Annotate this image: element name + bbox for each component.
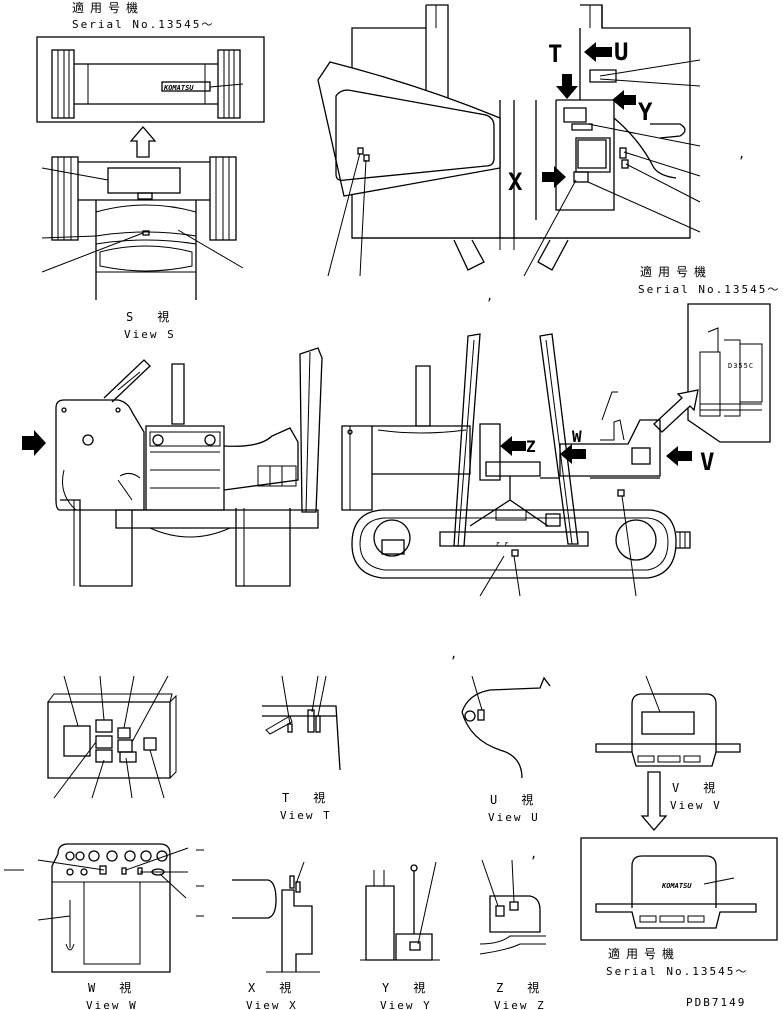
side-decal-plate bbox=[631, 447, 651, 465]
serial-jp-top-left: 適用号機 bbox=[72, 0, 144, 15]
hollow-arrow-up-s bbox=[129, 126, 157, 158]
detail-box-top-left bbox=[36, 36, 265, 123]
view-z-caption-jp: Z 視 bbox=[496, 980, 545, 995]
view-s-group: 適用号機 Serial No.13545～ KOMATSU bbox=[36, 0, 265, 341]
tick-mark-a: , bbox=[738, 147, 745, 161]
view-v-caption-jp: V 視 bbox=[672, 780, 721, 795]
view-w-group: W 視 View W bbox=[4, 843, 204, 1010]
letter-x: X bbox=[508, 168, 523, 196]
arrow-s-left bbox=[22, 430, 46, 456]
view-y-group: Y 視 View Y bbox=[360, 861, 440, 1010]
view-z-caption-en: View Z bbox=[494, 999, 546, 1010]
view-w-caption-jp: W 視 bbox=[88, 980, 137, 995]
letter-t: T bbox=[548, 40, 562, 68]
serial-jp-bottom: 適用号機 bbox=[608, 946, 680, 961]
serial-en-right: Serial No.13545～ bbox=[638, 283, 780, 296]
hollow-arrow-down-v bbox=[640, 771, 668, 831]
view-v-group: V 視 View V bbox=[595, 675, 741, 831]
letter-v: V bbox=[700, 448, 714, 476]
front-view-machine bbox=[22, 347, 323, 587]
arrow-u bbox=[584, 42, 612, 62]
machine-rear-view-s bbox=[51, 156, 237, 300]
plate-code: D355C bbox=[728, 362, 754, 370]
view-u-group: U 視 View U bbox=[461, 675, 551, 824]
letter-y: Y bbox=[638, 98, 653, 126]
tick-mark-d: , bbox=[530, 847, 537, 861]
view-u-caption-jp: U 視 bbox=[490, 792, 539, 807]
panel-view-left bbox=[47, 675, 177, 799]
tick-mark-b: , bbox=[486, 289, 493, 303]
view-y-caption-en: View Y bbox=[380, 999, 432, 1010]
leader-lines-view-s bbox=[41, 167, 244, 273]
letter-z: Z bbox=[526, 437, 536, 456]
view-t-caption-en: View T bbox=[280, 809, 332, 822]
side-view-machine: ε ε Z W V , bbox=[341, 333, 714, 661]
arrow-w bbox=[560, 444, 586, 464]
leader-lines-cab bbox=[327, 59, 701, 277]
arrow-t bbox=[556, 74, 578, 99]
rear-decal-plate bbox=[107, 167, 181, 194]
brand-text-bottom: KOMATSU bbox=[661, 882, 692, 890]
crawler-track bbox=[351, 509, 677, 579]
arrow-z bbox=[500, 436, 526, 456]
letter-u: U bbox=[614, 38, 628, 66]
tick-mark-c: , bbox=[450, 647, 457, 661]
letter-w: W bbox=[572, 427, 582, 446]
arrow-x bbox=[542, 166, 566, 188]
view-w-caption-en: View W bbox=[86, 999, 138, 1010]
rear-guard-detail: KOMATSU bbox=[51, 49, 244, 119]
view-v-caption-en: View V bbox=[670, 799, 722, 812]
rear-decal-detail-group: KOMATSU 適用号機 Serial No.13545～ bbox=[580, 837, 778, 978]
arrow-v bbox=[666, 446, 692, 466]
plate-detail-group: 適用号機 Serial No.13545～ D355C bbox=[638, 264, 780, 443]
cab-detail-group: T U Y X , , bbox=[317, 4, 745, 303]
arrow-y bbox=[612, 90, 636, 110]
leader-lines-side bbox=[479, 495, 637, 597]
view-x-group: X 視 View X bbox=[232, 861, 320, 1010]
view-s-caption-jp: S 視 bbox=[126, 309, 175, 324]
hollow-arrow-to-plate bbox=[653, 389, 699, 433]
rear-top-decal bbox=[641, 711, 695, 735]
serial-jp-right: 適用号機 bbox=[640, 264, 712, 279]
view-x-caption-jp: X 視 bbox=[248, 980, 297, 995]
view-s-caption-en: View S bbox=[124, 328, 176, 341]
serial-en-bottom: Serial No.13545～ bbox=[606, 965, 748, 978]
view-t-caption-jp: T 視 bbox=[282, 790, 331, 805]
seat-panel-board bbox=[317, 61, 501, 197]
drawing-number: PDB7149 bbox=[686, 996, 746, 1009]
view-x-caption-en: View X bbox=[246, 999, 298, 1010]
svg-text:ε ε: ε ε bbox=[496, 540, 509, 548]
view-y-caption-jp: Y 視 bbox=[382, 980, 431, 995]
view-z-group: , Z 視 View Z bbox=[479, 847, 546, 1010]
view-t-group: T 視 View T bbox=[262, 675, 341, 822]
brand-text-rear-top: KOMATSU bbox=[163, 84, 194, 92]
view-u-caption-en: View U bbox=[488, 811, 540, 824]
serial-en-top-left: Serial No.13545～ bbox=[72, 18, 214, 31]
detail-box-bottom-right bbox=[580, 837, 778, 941]
